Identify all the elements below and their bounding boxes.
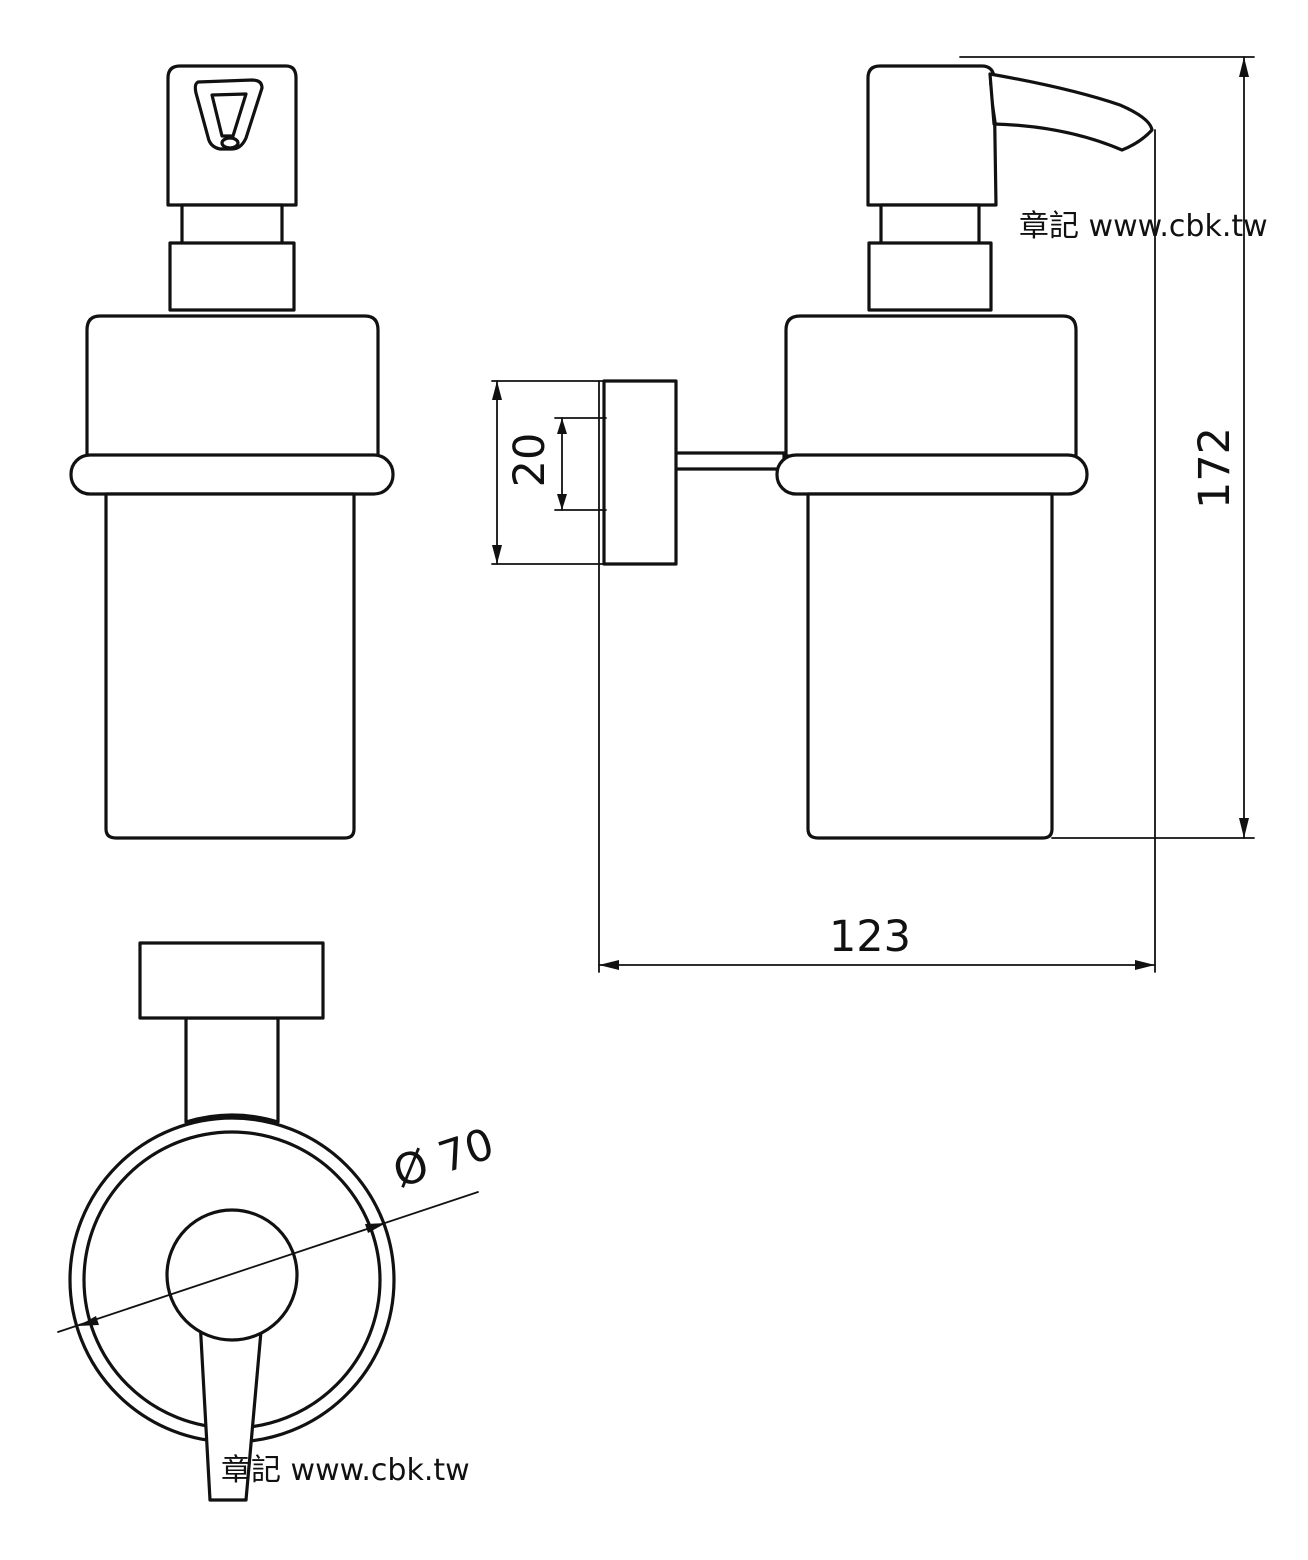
dimension-flange: 20 [491,380,607,565]
height-arrow-top [1239,57,1249,77]
front-bottle-cap [85,314,380,458]
width-arrow-left [599,960,619,970]
top-pump-head-circle [165,1208,299,1342]
width-arrow-right [1135,960,1155,970]
front-pump-button-inner [210,92,248,138]
side-holder-arm [670,451,786,471]
top-holder-arm [184,1016,280,1124]
diameter-dimension-line [57,1191,479,1333]
side-pump-neck [879,203,981,247]
side-bottle-cap [784,314,1078,458]
watermark-bottom-left: 章記 www.cbk.tw [221,1453,470,1488]
height-dimension-label: 172 [1190,427,1240,509]
dimension-width: 123 [598,129,1156,973]
front-pump-nozzle [220,136,240,150]
flange-dimension-label: 20 [505,433,555,488]
side-pump-head [866,64,998,207]
flange-outer-arrow-bottom [492,545,502,564]
side-holder-ring [775,453,1089,496]
width-dimension-label: 123 [829,912,911,962]
side-view [602,64,1154,840]
flange-inner-arrow-bottom [557,494,567,510]
watermark-top-right: 章記 www.cbk.tw [1019,209,1268,244]
side-pump-collar [867,241,993,312]
front-view [69,64,395,840]
front-glass-bottle [104,492,356,840]
flange-outer-arrow-top [492,381,502,400]
front-pump-collar [168,241,296,312]
flange-inner-arrow-top [557,418,567,434]
diameter-arrow-right [365,1223,386,1233]
side-glass-bottle [806,492,1054,840]
front-holder-ring [69,453,395,496]
side-pump-spout [988,72,1154,152]
dimension-height: 172 [959,56,1255,839]
front-pump-neck [180,203,284,247]
top-view [68,941,396,1502]
side-wall-flange [602,379,678,566]
top-wall-flange [138,941,325,1020]
diameter-arrow-left [78,1316,99,1326]
height-arrow-bottom [1239,818,1249,838]
side-spout-edge [989,82,997,125]
diameter-dimension-label: Ø 70 [387,1119,500,1198]
